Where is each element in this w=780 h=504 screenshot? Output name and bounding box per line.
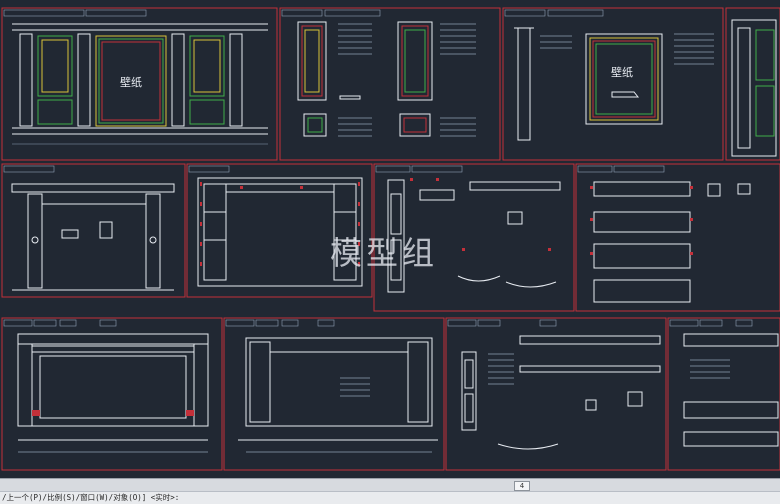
sheet-frame-7	[373, 163, 575, 312]
sheet-frame-9	[1, 317, 223, 471]
cad-drawing: 壁纸	[1, 7, 780, 471]
drawing-canvas[interactable]: 壁纸	[0, 0, 780, 478]
sheet-frame-5	[1, 163, 186, 298]
wallpaper-label-2: 壁纸	[611, 65, 633, 79]
horizontal-scrollbar[interactable]: 4	[0, 479, 780, 492]
sheet-frame-1	[1, 7, 278, 161]
command-bar: 4 /上一个(P)/比例(S)/窗口(W)/对象(O)] <实时>:	[0, 478, 780, 504]
sheet-frame-8	[575, 163, 780, 312]
command-line[interactable]: /上一个(P)/比例(S)/窗口(W)/对象(O)] <实时>:	[2, 493, 180, 502]
scroll-thumb[interactable]: 4	[514, 481, 530, 491]
sheet-frame-11	[445, 317, 667, 471]
sheet-frame-4	[725, 7, 780, 161]
sheet-frame-10	[223, 317, 445, 471]
sheet-frame-6	[186, 163, 373, 298]
sheet-frame-12	[667, 317, 780, 471]
sheet-frame-3	[502, 7, 724, 161]
watermark: 模型组	[330, 234, 439, 272]
sheet-frame-2	[279, 7, 501, 161]
wallpaper-label: 壁纸	[120, 75, 142, 89]
